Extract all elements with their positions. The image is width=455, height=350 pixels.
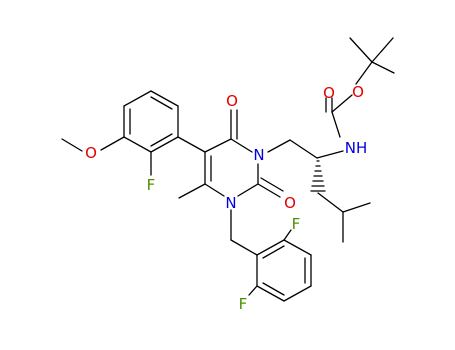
bond-c5-aryl [177,136,206,153]
bond-nh-stereocenter [316,150,344,159]
bond-n3-c4 [230,138,253,153]
atom-o-boc-carbonyl: O [323,84,335,102]
bond-fmp-5 [123,136,152,153]
atom-n3: N [253,146,264,164]
bond-isobutyl-2 [342,202,371,213]
atom-o-boc-ether: O [352,83,364,101]
bond-dfp-2 [283,239,312,256]
bond-c2-o-2 [260,177,284,192]
bond-fmp-in-1 [150,96,173,110]
bond-tbu-c1 [349,37,373,63]
bond-dfp-in-3 [262,282,285,296]
bond-c6-n1 [204,183,225,197]
atom-n1: N [225,194,236,212]
atom-o-methoxy: O [85,144,97,162]
bond-tbu-c2 [371,37,394,63]
atom-nh-carbamate: NH [345,139,368,157]
bond-o-methyl [61,138,83,152]
bond-o-carbamate-c [331,94,353,113]
atom-o-c2: O [284,194,296,212]
bond-ch2-aryl [230,239,258,256]
atom-f-methoxyphenyl: F [147,176,156,194]
bond-dfp-5 [256,285,285,302]
bond-dfp-f-bottom [248,285,258,296]
bond-fmp-2 [150,90,179,107]
bond-ch2-n3 [267,139,291,153]
bond-n1-c2 [237,183,259,197]
bond-c2-o-1 [257,183,281,198]
bond-isobutyl-1 [317,192,344,213]
bond-dfp-1 [256,239,285,256]
bond-tbu-o [355,61,373,85]
bond-stereo-ch2 [289,139,318,159]
bond-fmp-3 [123,90,152,107]
atom-f-benzyl-top: F [292,215,301,233]
atom-f-benzyl-bottom: F [239,295,248,313]
atom-o-c4: O [226,92,238,110]
bond-dfp-in-1 [262,245,285,259]
bond-c6-methyl [178,183,206,199]
bond-fmp-in-3 [150,133,173,147]
bonds [61,37,395,302]
bond-fmp-o [100,136,125,151]
bond-fmp-6 [150,136,179,153]
atom-labels: O O NH N N O O O F F F [85,83,367,313]
bond-tbu-c3 [371,61,395,74]
bond-dfp-f-top [283,229,292,241]
bond-carbamate-nh [331,111,341,138]
bond-dfp-4 [283,285,312,302]
hashed-wedge-bond [310,160,326,192]
bond-c4-c5 [204,138,232,153]
